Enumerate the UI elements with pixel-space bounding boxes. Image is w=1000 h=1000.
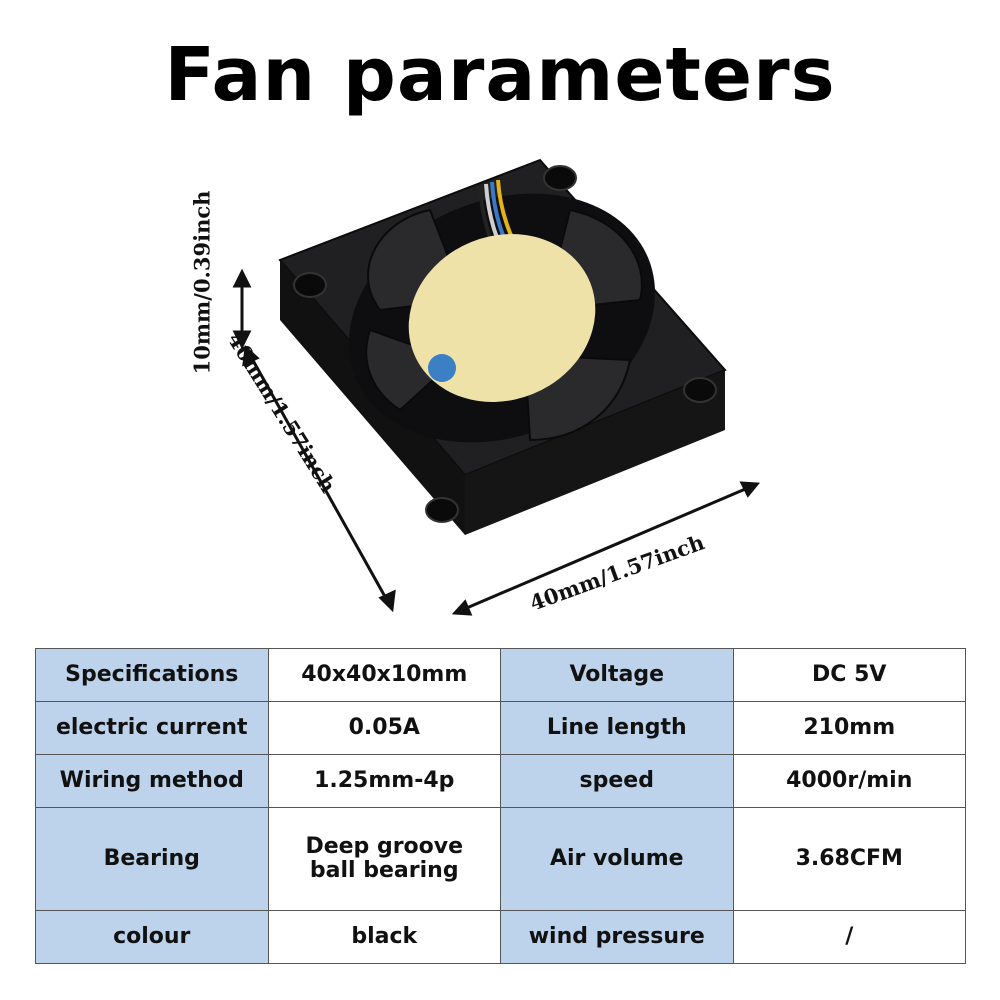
dimension-arrows xyxy=(232,268,761,616)
hub-sticker xyxy=(408,234,596,402)
height-dimension-label: 10mm/0.39inch xyxy=(189,190,215,375)
spec-value-cell: 40x40x10mm xyxy=(267,648,501,702)
spec-value-cell: Deep groove ball bearing xyxy=(267,806,501,912)
spec-value-cell: 1.25mm-4p xyxy=(267,753,501,808)
spec-key-cell: colour xyxy=(35,910,269,964)
spec-key-cell: Specifications xyxy=(35,648,269,702)
spec-value-cell: DC 5V xyxy=(732,648,966,702)
spec-value-cell: 3.68CFM xyxy=(732,806,966,912)
spec-key-cell: Line length xyxy=(500,700,734,755)
fan-figure: 10mm/0.39inch 40mm/1.57inch 40mm/1.57inc… xyxy=(180,140,800,630)
spec-key-cell: Air volume xyxy=(500,806,734,912)
spec-key-cell: speed xyxy=(500,753,734,808)
spec-key-cell: Bearing xyxy=(35,806,269,912)
fan-illustration xyxy=(232,158,761,616)
page-title: Fan parameters xyxy=(164,32,836,118)
brand-logo-icon xyxy=(428,354,456,382)
spec-value-cell: black xyxy=(267,910,501,964)
spec-value-cell: 210mm xyxy=(732,700,966,755)
spec-key-cell: Voltage xyxy=(500,648,734,702)
spec-key-cell: Wiring method xyxy=(35,753,269,808)
spec-key-cell: electric current xyxy=(35,700,269,755)
spec-value-cell: 4000r/min xyxy=(732,753,966,808)
spec-key-cell: wind pressure xyxy=(500,910,734,964)
spec-value-cell: 0.05A xyxy=(267,700,501,755)
spec-value-cell: / xyxy=(732,910,966,964)
